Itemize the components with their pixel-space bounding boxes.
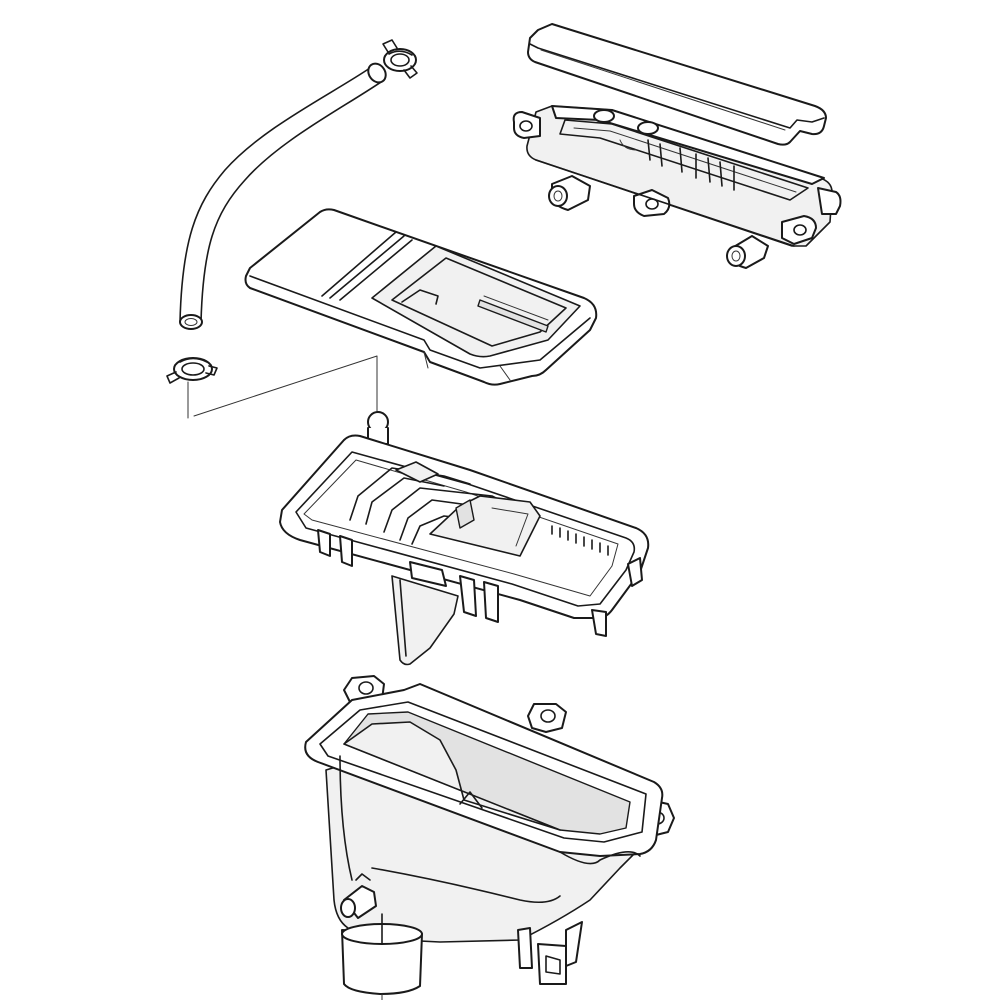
assembly-leader-line — [187, 355, 378, 419]
dispenser-top-cover-icon — [527, 23, 827, 146]
dispenser-housing-icon — [304, 675, 675, 995]
drain-hose-icon — [179, 62, 387, 330]
water-inlet-manifold-icon — [512, 105, 842, 269]
hose-clamp-bottom-icon — [166, 357, 218, 384]
hose-clamp-top-icon — [382, 39, 418, 79]
detergent-drawer-tray-icon — [244, 208, 598, 386]
dispenser-frame-icon — [279, 411, 650, 666]
